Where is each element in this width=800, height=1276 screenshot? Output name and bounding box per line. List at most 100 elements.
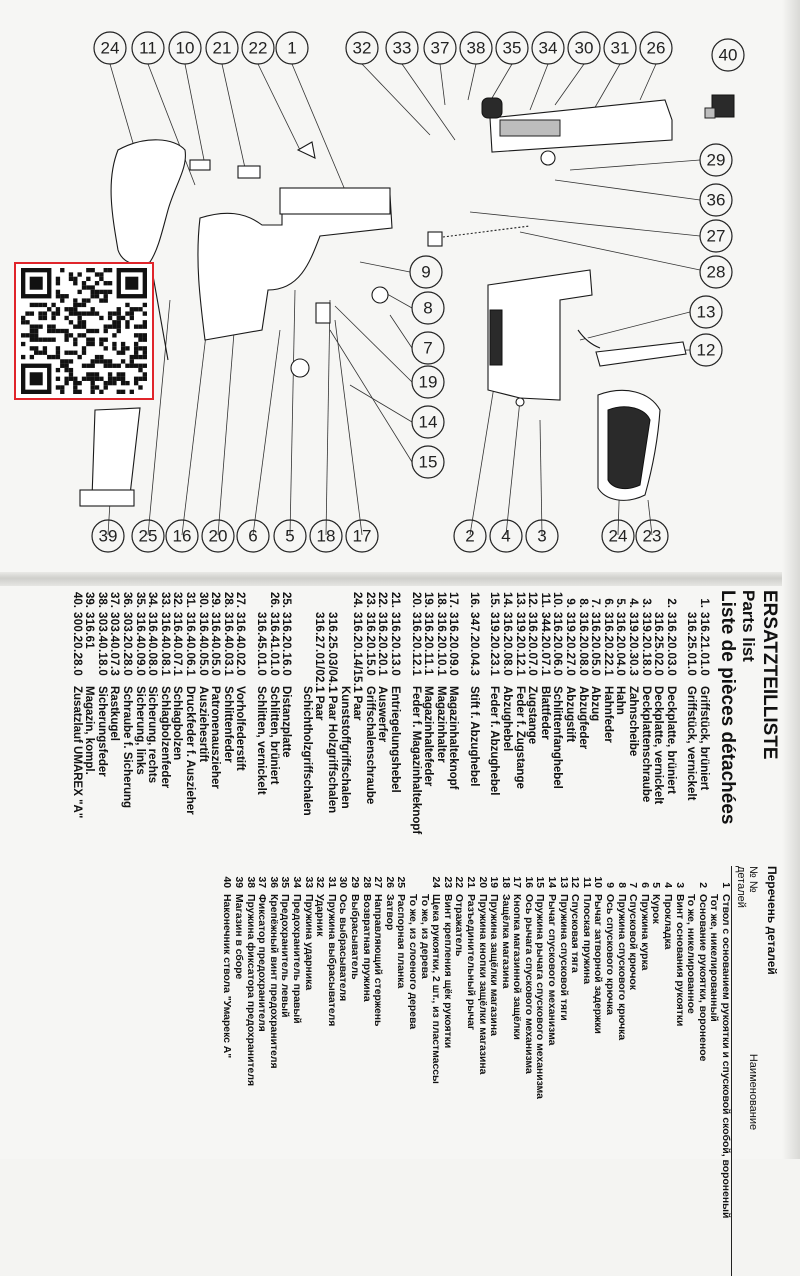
- part-number: 39.: [83, 592, 96, 608]
- part-number: 38.: [95, 592, 108, 608]
- article-number: 316.21.01.0: [698, 612, 710, 677]
- russian-part-number: 28: [360, 876, 372, 888]
- part-description: Rastkugel: [108, 686, 121, 741]
- article-number: 316.20.14/15.1: [351, 612, 364, 693]
- qr-code-frame[interactable]: [14, 262, 154, 400]
- part-description: Feder f. Abzughebel: [488, 686, 501, 796]
- svg-text:5: 5: [285, 527, 294, 546]
- svg-text:24: 24: [609, 527, 628, 546]
- russian-part-number: 19: [488, 876, 500, 888]
- part-description: Abzug: [589, 686, 602, 722]
- russian-part-name: Прокладка: [662, 894, 674, 950]
- part-number: 7.: [589, 598, 602, 608]
- svg-text:19: 19: [419, 373, 438, 392]
- russian-part-number: 13: [557, 876, 569, 888]
- part-description: Schlittenfeder: [221, 686, 234, 763]
- russian-part-name: Ось рычага спускового механизма: [522, 894, 534, 1074]
- part-description: Schlitten, brüniert: [267, 686, 280, 785]
- russian-part-name: Разъединительный рычаг: [464, 894, 476, 1031]
- article-number: 316.20.06.0: [551, 612, 564, 677]
- russian-part-number: 1: [720, 882, 731, 888]
- part-description: Magazin, kompl.: [83, 686, 96, 775]
- article-number: 316.20.20.1: [376, 612, 389, 677]
- part-description: Feder f. Zugstange: [513, 686, 526, 789]
- article-number: 303.20.28.0: [121, 612, 134, 677]
- parts-list-title-en: Parts list: [739, 590, 758, 662]
- russian-part-number: 12: [569, 876, 581, 888]
- part-number: 15.: [488, 592, 501, 608]
- svg-text:9: 9: [421, 263, 430, 282]
- part-description: Magazinhaltefeder: [422, 686, 435, 787]
- article-number: 316.40.09.0: [133, 612, 146, 677]
- part-description: Hahn: [614, 686, 627, 715]
- russian-part-number: 10: [592, 876, 604, 888]
- russian-row: То же, никелированное: [685, 866, 696, 1276]
- russian-part-name: Предохранитель правый: [291, 894, 303, 1024]
- russian-part-name: Пружина рычага спускового механизма: [534, 894, 546, 1099]
- svg-text:22: 22: [249, 39, 268, 58]
- barrel-tip-40: [704, 94, 735, 119]
- part-number: 16.: [467, 592, 480, 608]
- russian-part-name: Пружина фиксатора предохранителя: [244, 894, 256, 1087]
- article-number: 316.20.13.0: [388, 612, 401, 677]
- russian-part-number: 29: [349, 876, 360, 888]
- russian-part-name: Рычаг затворной задержки: [592, 894, 604, 1034]
- russian-part-name: Спусковая тяга: [569, 894, 581, 973]
- part-description: Schlittenfanghebel: [551, 686, 564, 789]
- part-description: Zahnscheibe: [627, 686, 640, 757]
- russian-part-number: 14: [546, 876, 558, 888]
- svg-text:30: 30: [575, 39, 594, 58]
- part-description: Zusatzlauf UMAREX "A": [70, 686, 83, 819]
- part-number: 29.: [209, 592, 222, 608]
- parts-list-title-fr: Liste de pièces détachées: [717, 590, 738, 825]
- callout-26: 26: [639, 31, 673, 65]
- part-description: Deckplatte, brüniert: [664, 686, 677, 794]
- article-number: 319.20.23.1: [488, 612, 501, 677]
- magazine: [79, 407, 141, 507]
- russian-part-name: Защёлка магазина: [499, 894, 511, 989]
- callout-19: 19: [411, 365, 445, 399]
- part-number: 33.: [158, 592, 171, 608]
- part-description: Druckfeder f. Auszieher: [184, 686, 197, 815]
- grip-panel-left: [110, 139, 186, 265]
- part-description: Entriegelungshebel: [388, 686, 401, 793]
- part-description: Sicherung, links: [133, 686, 146, 775]
- article-number: 316.40.07.1: [171, 612, 184, 677]
- article-number: 316.27.01/02.1: [313, 612, 326, 693]
- russian-part-number: 40: [221, 876, 233, 888]
- callout-31: 31: [603, 31, 637, 65]
- russian-part-number: [708, 866, 720, 894]
- svg-text:28: 28: [707, 263, 726, 282]
- svg-text:35: 35: [503, 39, 522, 58]
- part-description: Magazinhalteknopf: [447, 686, 460, 790]
- qr-code-icon: [21, 268, 147, 394]
- russian-part-number: 2: [696, 882, 708, 888]
- callout-27: 27: [699, 219, 733, 253]
- russian-row: То же, из дерева: [418, 866, 430, 1276]
- callout-11: 11: [131, 31, 165, 65]
- article-number: 316.20.08.0: [501, 612, 514, 677]
- part-number: 30.: [196, 592, 209, 608]
- part-number: 2.: [664, 598, 677, 608]
- callout-34: 34: [531, 31, 565, 65]
- callout-5: 5: [273, 519, 307, 553]
- russian-part-number: 27: [372, 876, 384, 888]
- part-description: Stift f. Abzughebel: [467, 686, 480, 787]
- callout-16: 16: [165, 519, 199, 553]
- callout-9: 9: [409, 255, 443, 289]
- russian-part-number: 24: [430, 876, 442, 888]
